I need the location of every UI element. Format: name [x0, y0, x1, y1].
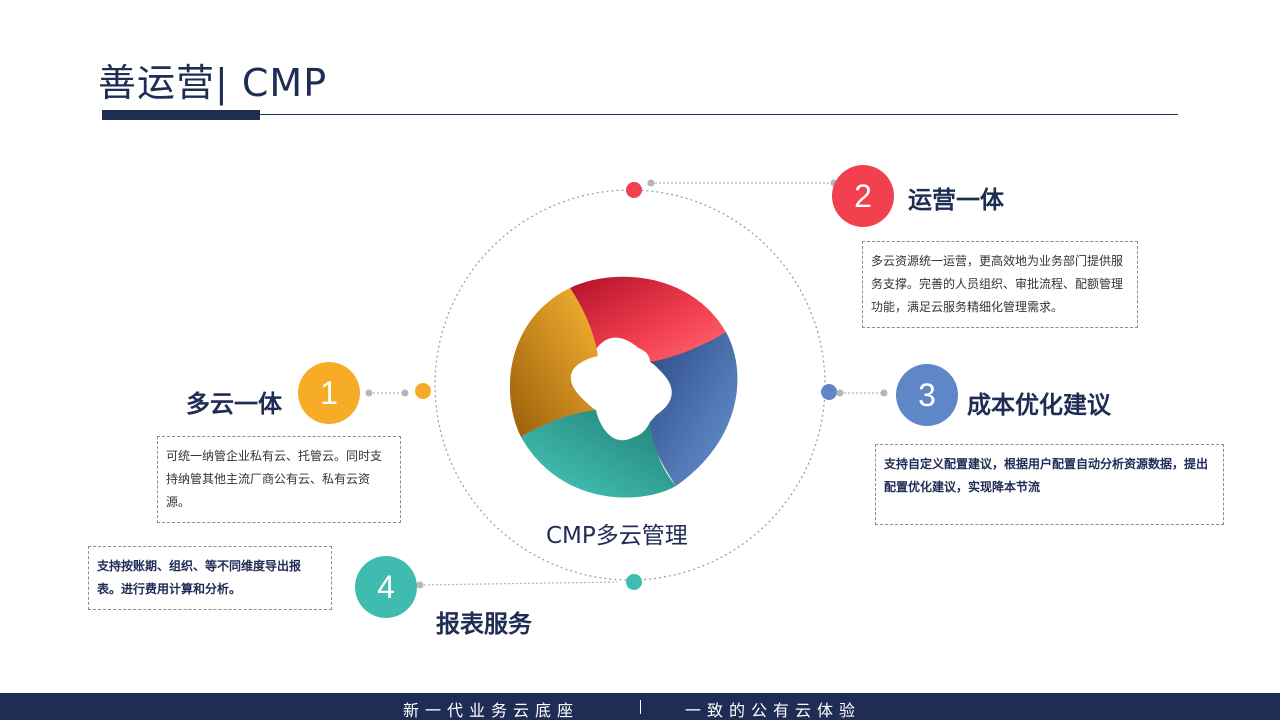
ring-node-red — [626, 182, 642, 198]
number-badge-3: 3 — [896, 364, 958, 426]
footer-bar: 新一代业务云底座 一致的公有云体验 — [0, 693, 1280, 720]
number-badge-2: 2 — [832, 165, 894, 227]
item-2-title: 运营一体 — [908, 180, 1004, 215]
item-4-description: 支持按账期、组织、等不同维度导出报表。进行费用计算和分析。 — [88, 546, 332, 610]
item-3-title: 成本优化建议 — [967, 385, 1111, 420]
footer-left-text: 新一代业务云底座 — [403, 697, 579, 720]
footer-separator — [640, 700, 641, 714]
ring-node-orange — [415, 383, 431, 399]
footer-right-text: 一致的公有云体验 — [685, 697, 861, 720]
item-1-title: 多云一体 — [186, 384, 282, 419]
number-badge-1: 1 — [298, 362, 360, 424]
item-1-description: 可统一纳管企业私有云、托管云。同时支持纳管其他主流厂商公有云、私有云资源。 — [157, 436, 401, 523]
ring-node-teal — [626, 574, 642, 590]
number-2-label: 2 — [854, 178, 872, 215]
item-3-description: 支持自定义配置建议，根据用户配置自动分析资源数据，提出配置优化建议，实现降本节流 — [875, 444, 1224, 525]
number-4-label: 4 — [377, 569, 395, 606]
cmp-logo-icon — [510, 277, 738, 498]
connector-4 — [420, 582, 617, 585]
item-2-description: 多云资源统一运营，更高效地为业务部门提供服务支撑。完善的人员组织、审批流程、配额… — [862, 241, 1138, 328]
number-1-label: 1 — [320, 375, 338, 412]
number-3-label: 3 — [918, 377, 936, 414]
ring-node-blue — [821, 384, 837, 400]
center-label: CMP多云管理 — [546, 516, 688, 550]
number-badge-4: 4 — [355, 556, 417, 618]
item-4-title: 报表服务 — [436, 604, 532, 639]
